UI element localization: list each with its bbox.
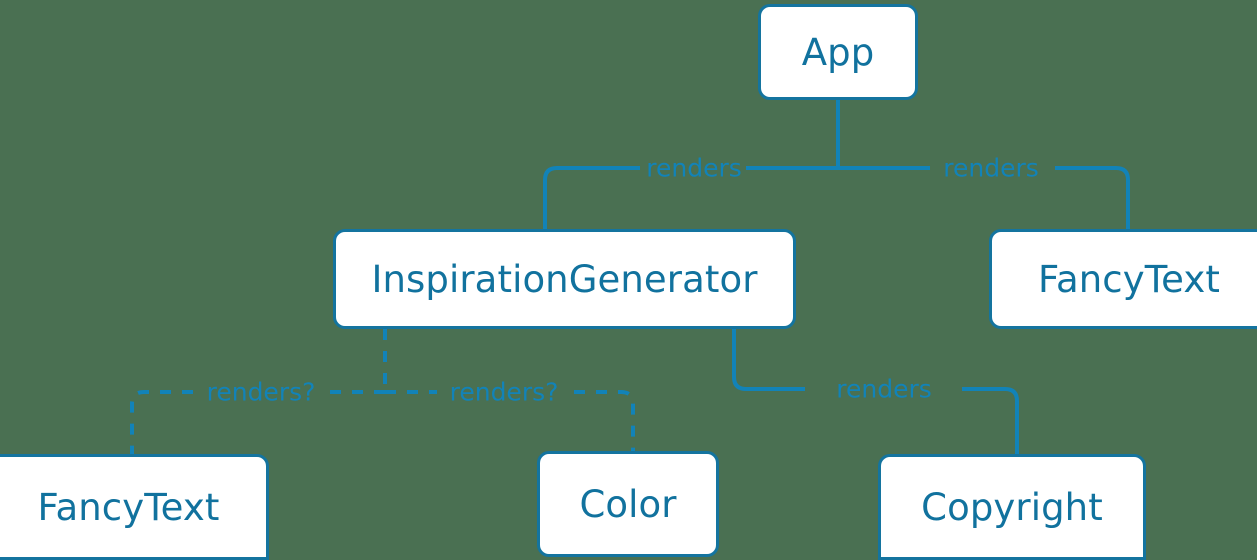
edge-inspiration-generator-to-color-tail xyxy=(574,390,635,451)
edge-inspiration-generator-to-copyright xyxy=(732,329,805,391)
edge-inspiration-generator-to-copyright-tail xyxy=(962,387,1019,454)
edge-label-app-to-fancytext-right: renders xyxy=(943,153,1039,183)
node-app[interactable]: App xyxy=(758,4,918,100)
edge-inspiration-generator-to-fancytext-bottom-tail xyxy=(130,390,193,454)
edge-app-to-fancytext-right-tail xyxy=(1055,166,1130,229)
edge-app-to-fancytext-right xyxy=(836,100,930,170)
edge-app-to-inspiration-generator xyxy=(746,100,840,170)
node-inspiration-generator[interactable]: InspirationGenerator xyxy=(333,229,796,329)
edge-label-app-to-inspiration-generator: renders xyxy=(646,153,742,183)
node-fancytext-right[interactable]: FancyText xyxy=(989,229,1257,329)
edge-app-to-inspiration-generator-tail xyxy=(543,166,640,229)
node-color[interactable]: Color xyxy=(537,451,719,557)
edge-label-inspiration-generator-to-color: renders? xyxy=(449,377,559,407)
node-copyright[interactable]: Copyright xyxy=(878,454,1146,560)
node-fancytext-bottom[interactable]: FancyText xyxy=(0,454,269,560)
edge-label-inspiration-generator-to-fancytext-bottom: renders? xyxy=(206,377,316,407)
edge-label-inspiration-generator-to-copyright: renders xyxy=(836,374,932,404)
